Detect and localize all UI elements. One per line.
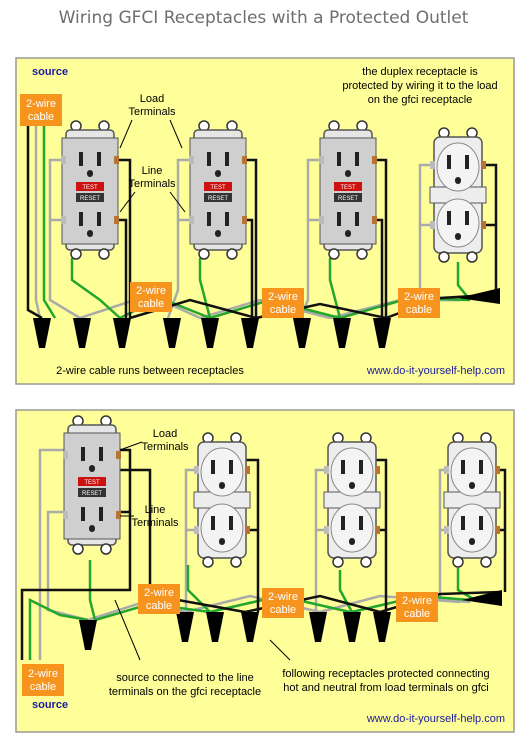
line-terminals-label: Line (142, 165, 163, 177)
panel-bottom: TEST RESET 2-wire cable (15, 409, 515, 733)
line-terminals-label: Terminals (128, 178, 176, 190)
svg-text:cable: cable (404, 608, 430, 620)
footer-caption: 2-wire cable runs between receptacles (56, 365, 244, 377)
load-terminals-label: Load (153, 428, 177, 440)
note-line: the duplex receptacle is (362, 66, 478, 78)
label-arrows (119, 119, 186, 213)
duplex-receptacle (193, 432, 251, 568)
reset-button-label: RESET (80, 196, 100, 202)
note-line: on the gfci receptacle (368, 94, 473, 106)
cable-tag: 2-wire cable (262, 588, 304, 618)
caption-right: hot and neutral from load terminals on g… (283, 682, 488, 694)
load-terminals-label: Terminals (141, 441, 189, 453)
svg-text:cable: cable (406, 304, 432, 316)
svg-text:cable: cable (138, 298, 164, 310)
source-label: source (32, 66, 68, 78)
website-link[interactable]: www.do-it-yourself-help.com (366, 365, 505, 377)
svg-text:cable: cable (270, 604, 296, 616)
svg-text:2-wire: 2-wire (404, 291, 434, 303)
svg-text:2-wire: 2-wire (26, 98, 56, 110)
wire-nuts (79, 590, 502, 650)
line-terminals-label: Line (145, 504, 166, 516)
duplex-receptacle (429, 127, 487, 263)
gfci-receptacle: TEST RESET (319, 120, 377, 260)
svg-text:cable: cable (270, 304, 296, 316)
caption-left: source connected to the line (116, 672, 254, 684)
load-terminals-label: Terminals (128, 106, 176, 118)
test-button-label: TEST (210, 185, 226, 191)
caption-right: following receptacles protected connecti… (282, 668, 489, 680)
cable-tag: 2-wire cable (396, 592, 438, 622)
cable-tag: 2-wire cable (138, 584, 180, 614)
page-title: Wiring GFCI Receptacles with a Protected… (58, 8, 469, 28)
gfci-receptacle: TEST RESET (189, 120, 247, 260)
wire-nuts (33, 288, 500, 348)
gfci-receptacle: TEST RESET (63, 415, 121, 555)
duplex-receptacle (443, 432, 501, 568)
website-link[interactable]: www.do-it-yourself-help.com (366, 713, 505, 725)
test-button-label: TEST (82, 185, 98, 191)
test-button-label: TEST (340, 185, 356, 191)
cable-tag: 2-wire cable (262, 288, 304, 318)
note-line: protected by wiring it to the load (342, 80, 497, 92)
svg-text:2-wire: 2-wire (28, 668, 58, 680)
svg-text:2-wire: 2-wire (144, 587, 174, 599)
cable-tag: 2-wire cable (22, 664, 64, 696)
line-terminals-label: Terminals (131, 517, 179, 529)
svg-text:cable: cable (30, 681, 56, 693)
svg-text:2-wire: 2-wire (402, 595, 432, 607)
test-button-label: TEST (84, 480, 100, 486)
svg-text:cable: cable (146, 600, 172, 612)
cable-tag: 2-wire cable (20, 94, 62, 126)
svg-text:cable: cable (28, 111, 54, 123)
cable-tag: 2-wire cable (398, 288, 440, 318)
cable-tag: 2-wire cable (130, 282, 172, 312)
source-label: source (32, 699, 68, 711)
reset-button-label: RESET (208, 196, 228, 202)
caption-left: terminals on the gfci receptacle (109, 686, 261, 698)
reset-button-label: RESET (82, 491, 102, 497)
load-terminals-label: Load (140, 93, 164, 105)
panel-top: TEST RESET TEST RESET (15, 57, 515, 385)
duplex-receptacle (323, 432, 381, 568)
reset-button-label: RESET (338, 196, 358, 202)
svg-text:2-wire: 2-wire (136, 285, 166, 297)
gfci-receptacle: TEST RESET (61, 120, 119, 260)
label-arrows (114, 441, 291, 661)
svg-text:2-wire: 2-wire (268, 591, 298, 603)
svg-text:2-wire: 2-wire (268, 291, 298, 303)
